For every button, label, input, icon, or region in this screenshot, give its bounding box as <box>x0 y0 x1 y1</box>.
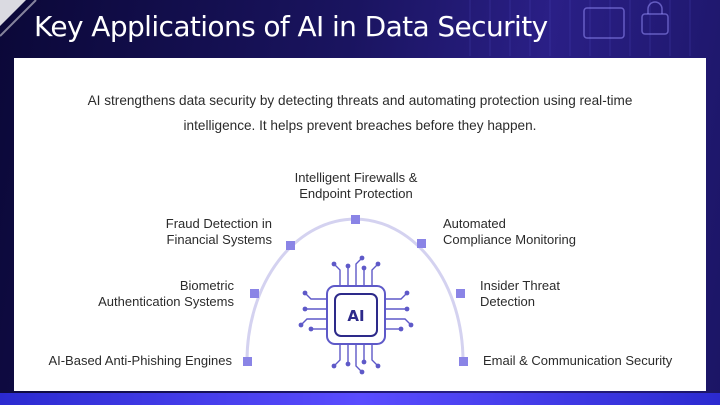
arc-nodes <box>243 215 468 366</box>
intro-text: AI strengthens data security by detectin… <box>87 93 633 133</box>
arc-node-compliance <box>417 239 426 248</box>
application-label-fraud: Fraud Detection in Financial Systems <box>165 216 272 247</box>
title-band: Key Applications of AI in Data Security <box>0 0 720 56</box>
arc-node-anti-phishing <box>243 357 252 366</box>
application-label-insider: Insider Threat Detection <box>480 278 560 309</box>
circuit-lines <box>300 257 412 373</box>
content-panel: AI strengthens data security by detectin… <box>14 58 706 391</box>
arc-node-fraud <box>286 241 295 250</box>
chip-label: AI <box>347 307 364 325</box>
arc-node-biometric <box>250 289 259 298</box>
arc-node-insider <box>456 289 465 298</box>
applications-diagram: AI <box>243 215 468 375</box>
arc-node-email <box>459 357 468 366</box>
application-label-firewalls: Intelligent Firewalls & Endpoint Protect… <box>294 170 418 201</box>
ai-chip-icon: AI <box>326 285 386 345</box>
application-label-email: Email & Communication Security <box>483 353 673 368</box>
application-label-compliance: Automated Compliance Monitoring <box>443 216 576 247</box>
application-label-anti-phishing: AI-Based Anti-Phishing Engines <box>48 353 232 368</box>
application-label-biometric: Biometric Authentication Systems <box>98 278 234 309</box>
circuit-nodes <box>298 255 414 375</box>
slide-title: Key Applications of AI in Data Security <box>34 10 548 43</box>
bottom-accent-bar <box>0 393 720 405</box>
arc-node-firewalls <box>351 215 360 224</box>
